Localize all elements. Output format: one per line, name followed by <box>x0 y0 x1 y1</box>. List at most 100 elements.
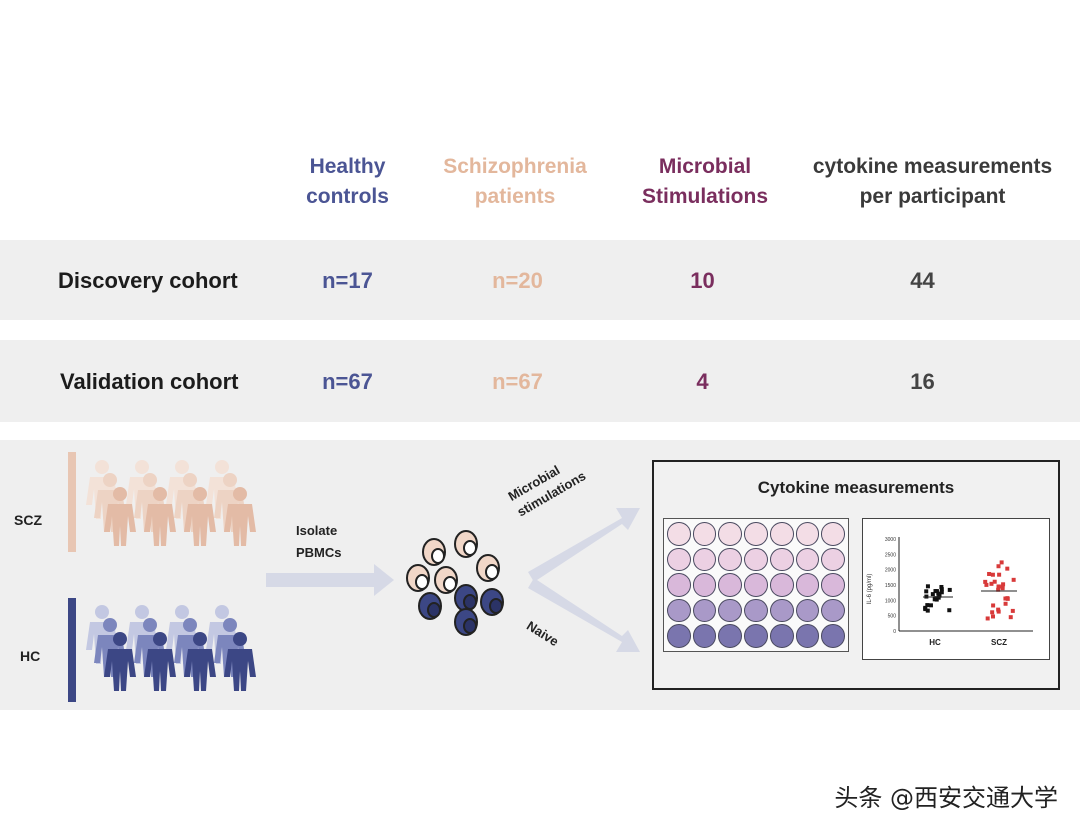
scz-data-point <box>996 584 1001 589</box>
plate-well <box>795 624 820 648</box>
plate-well <box>692 522 717 546</box>
discovery-stim: 10 <box>690 268 715 293</box>
scz-data-point <box>1011 577 1016 582</box>
scz-data-point <box>992 579 997 584</box>
scz-data-point <box>990 572 995 577</box>
isolate-line1: Isolate <box>296 523 338 538</box>
plate-well <box>769 522 794 546</box>
hc-data-point <box>939 584 944 589</box>
scz-data-point <box>1005 566 1010 571</box>
hc-data-point <box>932 597 937 602</box>
cytokine-box-title: Cytokine measurements <box>757 478 955 497</box>
scz-data-point <box>1008 615 1013 620</box>
scz-data-point <box>996 564 1001 569</box>
plate-well <box>744 547 768 572</box>
hc-data-point <box>936 591 941 596</box>
arrows <box>266 508 640 652</box>
scz-data-point <box>1005 596 1010 601</box>
scz-data-point <box>1010 608 1015 613</box>
validation-row-band <box>0 340 1080 422</box>
plate-well <box>769 547 794 572</box>
validation-scz: n=67 <box>492 369 543 394</box>
plate-well <box>667 573 691 597</box>
hc-data-point <box>933 589 938 594</box>
scz-data-point <box>1003 601 1008 606</box>
header-microbial-stimulations: Microbial Stimulations <box>620 152 790 212</box>
row-label-validation: Validation cohort <box>60 369 239 394</box>
plate-well <box>718 624 743 648</box>
plate-well <box>692 573 717 597</box>
inset-ytick-label: 2000 <box>885 568 896 574</box>
hc-group-label: HC <box>20 648 41 664</box>
scz-data-point <box>985 616 990 621</box>
isolate-pbmcs-label: Isolate PBMCs <box>296 520 342 564</box>
pbmc-cells <box>406 530 504 636</box>
scz-data-point <box>984 582 989 587</box>
plate-well <box>821 598 845 623</box>
plate-well <box>744 573 768 597</box>
header-stim-line1: Microbial <box>658 155 752 178</box>
scz-data-point <box>990 610 995 615</box>
inset-ytick-label: 500 <box>888 614 897 620</box>
scz-data-point <box>1001 582 1006 587</box>
hc-data-point <box>947 587 952 592</box>
inset-ytick-label: 0 <box>893 629 896 635</box>
plate-well <box>821 624 845 648</box>
plate-well <box>667 598 691 623</box>
validation-hc: n=67 <box>322 369 373 394</box>
people-figures <box>86 460 256 691</box>
plate-well <box>744 598 768 623</box>
header-scz-line1: Schizophrenia <box>443 155 587 178</box>
plate-well <box>718 522 743 546</box>
plate-well <box>718 598 743 623</box>
validation-stim: 4 <box>696 369 709 394</box>
hc-data-point <box>939 590 944 595</box>
scz-data-point <box>989 581 994 586</box>
scz-cell-icon <box>406 530 500 594</box>
plate-well <box>744 624 768 648</box>
inset-x-scz: SCZ <box>991 638 1007 647</box>
header-healthy-controls: Healthy controls <box>270 152 425 212</box>
plate-well <box>667 624 691 648</box>
scz-group-label: SCZ <box>14 512 42 528</box>
header-cyto-line2: per participant <box>859 185 1006 208</box>
plate-well <box>692 547 717 572</box>
plate-well <box>769 573 794 597</box>
scz-data-point <box>996 609 1001 614</box>
discovery-hc: n=17 <box>322 268 373 293</box>
inset-ytick-label: 3000 <box>885 537 896 543</box>
plate-well <box>821 522 845 546</box>
plate-well <box>692 624 717 648</box>
scz-data-point <box>987 571 992 576</box>
watermark: 头条 @西安交通大学 <box>834 784 1058 812</box>
scz-data-point <box>996 587 1001 592</box>
discovery-cyto: 44 <box>910 268 935 293</box>
plate-well <box>821 573 845 597</box>
plate-well <box>795 598 820 623</box>
plate-well <box>795 522 820 546</box>
microbial-arrow-icon <box>528 508 640 582</box>
isolate-line2: PBMCs <box>296 545 342 560</box>
hc-data-point <box>924 589 929 594</box>
scz-data-point <box>983 579 988 584</box>
plate-well <box>667 522 691 546</box>
scz-group-bar <box>68 452 76 552</box>
hc-data-point <box>947 608 952 613</box>
scz-data-point <box>999 560 1004 565</box>
hc-data-point <box>925 608 930 613</box>
header-stim-line2: Stimulations <box>641 185 768 208</box>
inset-ytick-label: 1000 <box>885 598 896 604</box>
naive-arrow-icon <box>528 578 640 652</box>
inset-ylabel: IL-6 (pg/ml) <box>867 574 873 605</box>
hc-data-point <box>930 592 935 597</box>
validation-cyto: 16 <box>910 369 935 394</box>
hc-data-point <box>925 584 930 589</box>
scz-data-point <box>991 603 996 608</box>
plate-well <box>718 573 743 597</box>
hc-data-point <box>939 587 944 592</box>
inset-ytick-label: 1500 <box>885 583 896 589</box>
discovery-scz: n=20 <box>492 268 543 293</box>
inset-x-hc: HC <box>929 638 941 647</box>
